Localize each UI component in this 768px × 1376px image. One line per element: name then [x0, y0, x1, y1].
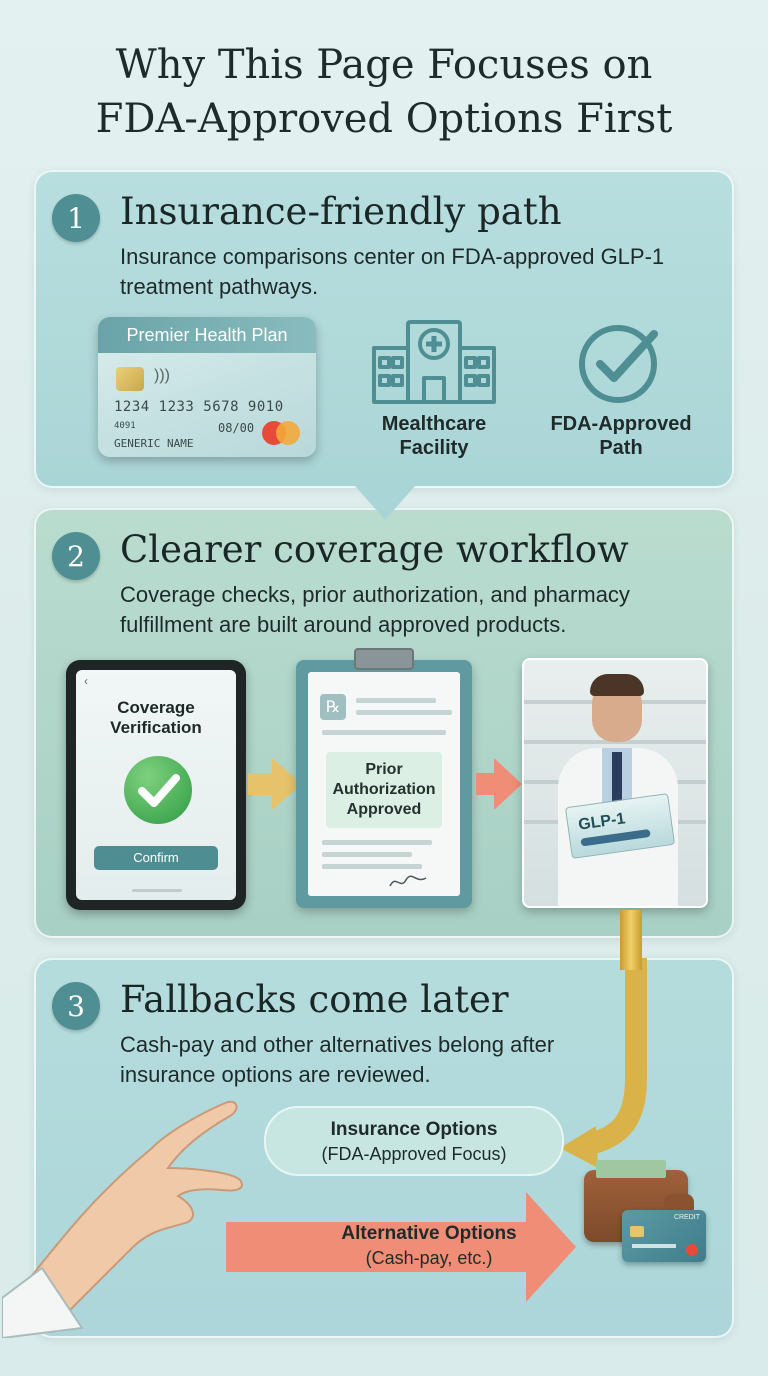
- rx-icon: ℞: [320, 694, 346, 720]
- section-description: Coverage checks, prior authorization, an…: [120, 582, 630, 637]
- signature-icon: [389, 875, 427, 887]
- mastercard-logo-icon: [262, 421, 302, 445]
- section-fallbacks: 3 Fallbacks come later Cash-pay and othe…: [2, 958, 734, 1338]
- step-number-badge: 3: [52, 982, 100, 1030]
- section-title: Insurance-friendly path: [120, 190, 562, 233]
- card-chip-icon: [116, 367, 144, 391]
- icon-label: FDA-Approved Path: [536, 412, 706, 460]
- fda-approved-path-block: FDA-Approved Path: [536, 318, 706, 460]
- credit-card-brand: CREDIT: [673, 1214, 700, 1221]
- prior-auth-line2: Authorization: [332, 781, 436, 798]
- section-description: Cash-pay and other alternatives belong a…: [120, 1032, 555, 1087]
- card-holder-name: GENERIC NAME: [114, 437, 194, 450]
- icon-label-line2: Path: [599, 437, 643, 459]
- section-title: Fallbacks come later: [120, 978, 509, 1021]
- verification-title-line1: Coverage: [117, 698, 195, 717]
- insurance-options-pill[interactable]: Insurance Options (FDA-Approved Focus): [264, 1106, 564, 1176]
- alternative-options-pill[interactable]: Alternative Options (Cash-pay, etc.): [284, 1222, 574, 1270]
- green-check-icon: [124, 756, 192, 824]
- option-subtitle: (FDA-Approved Focus): [321, 1144, 507, 1164]
- icon-label-line1: FDA-Approved: [550, 413, 692, 435]
- section-connector-notch: [355, 486, 415, 520]
- icon-label-line1: Mealthcare: [381, 413, 487, 435]
- contactless-icon: ))): [154, 367, 170, 384]
- prior-authorization-status: Prior Authorization Approved: [326, 752, 442, 828]
- healthcare-facility-block: Mealthcare Facility: [354, 318, 514, 460]
- prior-auth-line1: Prior: [365, 761, 403, 778]
- gold-connector-arrow: [620, 910, 642, 970]
- section-insurance-friendly: 1 Insurance-friendly path Insurance comp…: [34, 170, 734, 488]
- home-indicator: [132, 889, 182, 892]
- back-chevron-icon: ‹: [84, 674, 88, 688]
- credit-card-icon: CREDIT: [622, 1210, 706, 1262]
- card-small-code: 4091: [114, 421, 136, 431]
- option-title: Insurance Options: [330, 1119, 498, 1140]
- section-coverage-workflow: 2 Clearer coverage workflow Coverage che…: [34, 508, 734, 970]
- icon-label-line2: Facility: [399, 437, 469, 459]
- page-title-line1: Why This Page Focuses on: [115, 42, 653, 88]
- prior-auth-line3: Approved: [346, 801, 422, 818]
- pharmacist-photo: GLP-1: [522, 658, 708, 908]
- coverage-verification-tablet: ‹ Coverage Verification Confirm: [66, 660, 246, 910]
- coral-arrow-icon: [226, 1192, 576, 1302]
- confirm-button[interactable]: Confirm: [94, 846, 218, 870]
- section-description: Insurance comparisons center on FDA-appr…: [120, 244, 665, 299]
- product-label: GLP-1: [577, 810, 627, 834]
- step-number-badge: 2: [52, 532, 100, 580]
- verification-title-line2: Verification: [110, 718, 202, 737]
- rx-paper: ℞ Prior Authorization Approved: [308, 672, 460, 896]
- clipboard-clip: [354, 648, 414, 670]
- card-expiry: 08/00: [218, 421, 255, 435]
- step-number-badge: 1: [52, 194, 100, 242]
- section-title: Clearer coverage workflow: [120, 528, 629, 571]
- option-title: Alternative Options: [341, 1223, 517, 1244]
- verification-title: Coverage Verification: [76, 698, 236, 738]
- page-title: Why This Page Focuses on FDA-Approved Op…: [0, 38, 768, 146]
- hospital-icon: [372, 320, 496, 404]
- card-number: 1234 1233 5678 9010: [114, 399, 284, 415]
- option-subtitle: (Cash-pay, etc.): [365, 1248, 493, 1268]
- icon-label: Mealthcare Facility: [354, 412, 514, 460]
- prior-authorization-clipboard: ℞ Prior Authorization Approved: [296, 648, 472, 908]
- pointing-hand-icon: [2, 1100, 243, 1338]
- tablet-screen: ‹ Coverage Verification Confirm: [76, 670, 236, 900]
- card-plan-name: Premier Health Plan: [98, 317, 316, 353]
- checkmark-circle-icon: [579, 325, 658, 403]
- page-title-line2: FDA-Approved Options First: [95, 96, 673, 142]
- insurance-card: Premier Health Plan ))) 1234 1233 5678 9…: [98, 317, 316, 457]
- gold-curved-arrow-icon: [560, 958, 647, 1168]
